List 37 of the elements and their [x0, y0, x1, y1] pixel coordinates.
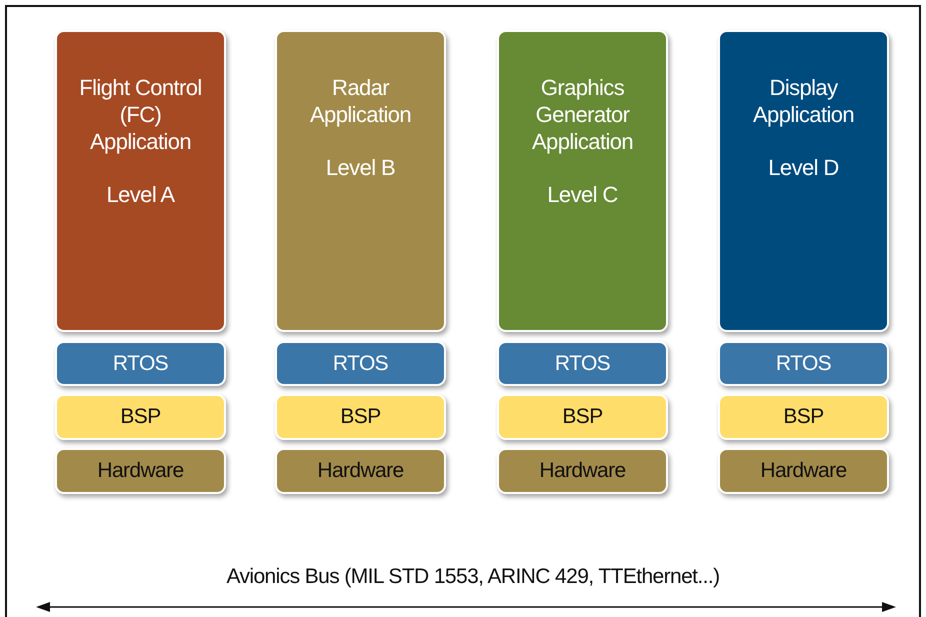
- bus-label: Avionics Bus (MIL STD 1553, ARINC 429, TTEthernet...): [225, 565, 721, 589]
- application-name: Display Application: [752, 74, 856, 128]
- layer-label: Hardware: [539, 459, 626, 483]
- rtos-layer: [275, 341, 446, 386]
- hardware-layer: [275, 448, 446, 494]
- layer-label: RTOS: [554, 352, 610, 376]
- bsp-layer: [275, 394, 446, 440]
- bsp-layer: [718, 394, 889, 440]
- rtos-layer: [55, 341, 226, 386]
- hardware-layer: [497, 448, 668, 494]
- level-label: Level A: [106, 181, 174, 208]
- layer-label: RTOS: [332, 352, 388, 376]
- layer-label: Hardware: [760, 459, 847, 483]
- layer-label: Hardware: [97, 459, 184, 483]
- bsp-layer: [497, 394, 668, 440]
- layer-label: RTOS: [112, 352, 168, 376]
- hardware-layer: [55, 448, 226, 494]
- application-box: [497, 30, 668, 332]
- layer-label: BSP: [120, 405, 161, 429]
- bsp-layer: [55, 394, 226, 440]
- application-name: Radar Application: [308, 74, 412, 128]
- hardware-layer: [718, 448, 889, 494]
- rtos-layer: [497, 341, 668, 386]
- layer-label: Hardware: [317, 459, 404, 483]
- application-box: [718, 30, 889, 332]
- layer-label: BSP: [562, 405, 603, 429]
- level-label: Level C: [547, 181, 618, 208]
- layer-label: BSP: [340, 405, 381, 429]
- application-name: Graphics Generator Application: [530, 74, 634, 155]
- level-label: Level D: [768, 154, 839, 181]
- application-box: [55, 30, 226, 332]
- rtos-layer: [718, 341, 889, 386]
- layer-label: BSP: [783, 405, 824, 429]
- level-label: Level B: [326, 154, 396, 181]
- application-box: [275, 30, 446, 332]
- layer-label: RTOS: [776, 352, 832, 376]
- application-name: Flight Control (FC) Application: [78, 74, 203, 155]
